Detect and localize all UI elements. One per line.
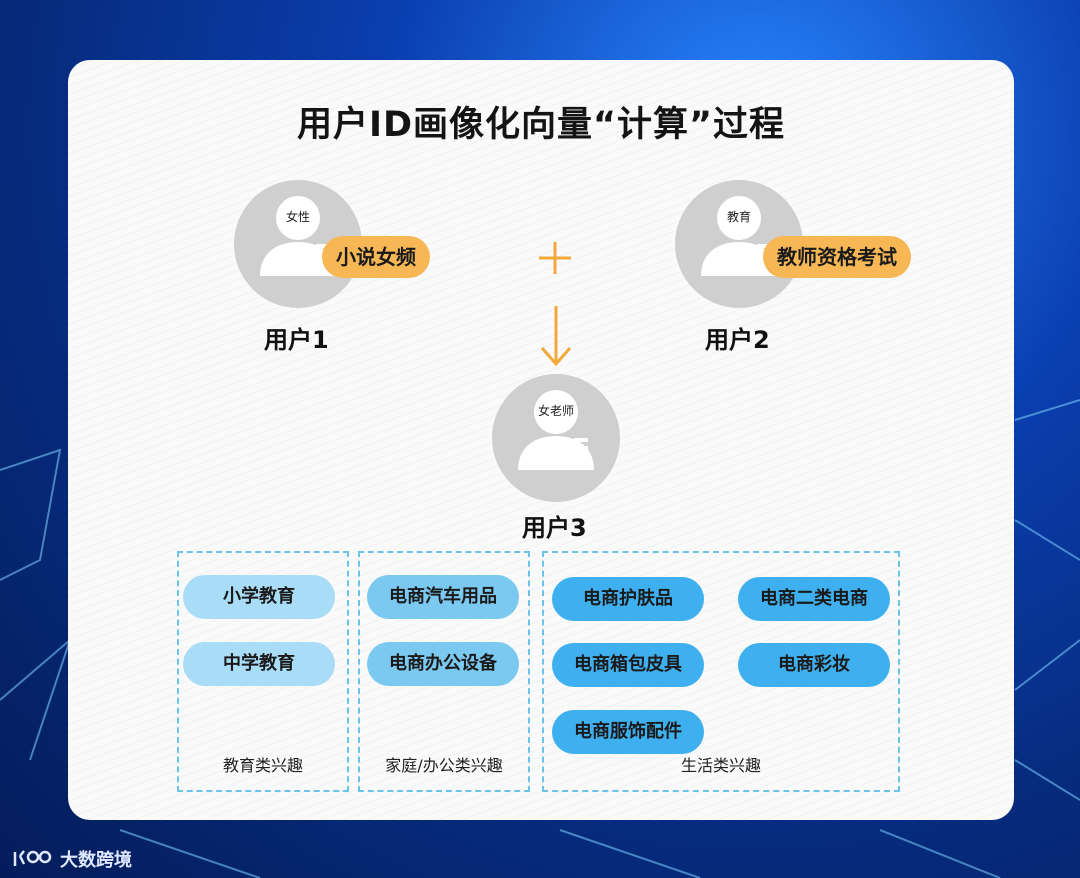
user-3-name: 用户3 [522,508,587,543]
interest-group-home-office: 电商汽车用品 电商办公设备 家庭/办公类兴趣 [358,551,530,792]
user-1-name: 用户1 [264,320,329,355]
user-3-avatar: 女老师 [492,374,620,502]
diagram-card: 用户ID画像化向量“计算”过程 女性 小说女频 用户1 教育 教师资格考试 [68,60,1014,820]
interest-item: 电商办公设备 [367,642,519,686]
interest-item: 小学教育 [183,575,335,619]
brand-logo-icon [12,848,54,870]
arrow-down-icon [536,304,576,368]
user-1-interest-tag: 小说女频 [322,236,430,278]
person-icon [492,374,620,502]
interest-group-label: 教育类兴趣 [179,752,347,776]
user-3-head-label: 女老师 [526,402,586,419]
interest-item: 中学教育 [183,642,335,686]
user-2-name: 用户2 [705,320,770,355]
interest-group-label: 家庭/办公类兴趣 [360,752,528,776]
interest-item: 电商彩妆 [738,643,890,687]
interest-item: 电商服饰配件 [552,710,704,754]
user-1-head-label: 女性 [268,208,328,225]
user-1: 女性 小说女频 用户1 [234,180,454,360]
user-2-head-label: 教育 [709,208,769,225]
watermark: 大数跨境 [12,846,132,872]
user-2-interest-tag: 教师资格考试 [763,236,911,278]
user-3: 女老师 用户3 [492,374,632,554]
interest-item: 电商护肤品 [552,577,704,621]
diagram-title: 用户ID画像化向量“计算”过程 [68,96,1014,147]
plus-icon [535,238,575,278]
interest-group-lifestyle: 电商护肤品 电商二类电商 电商箱包皮具 电商彩妆 电商服饰配件 生活类兴趣 [542,551,900,792]
interest-item: 电商箱包皮具 [552,643,704,687]
interest-item: 电商二类电商 [738,577,890,621]
interest-group-education: 小学教育 中学教育 教育类兴趣 [177,551,349,792]
interest-group-label: 生活类兴趣 [544,752,898,776]
interest-item: 电商汽车用品 [367,575,519,619]
watermark-text: 大数跨境 [60,846,132,872]
user-2: 教育 教师资格考试 用户2 [675,180,935,360]
